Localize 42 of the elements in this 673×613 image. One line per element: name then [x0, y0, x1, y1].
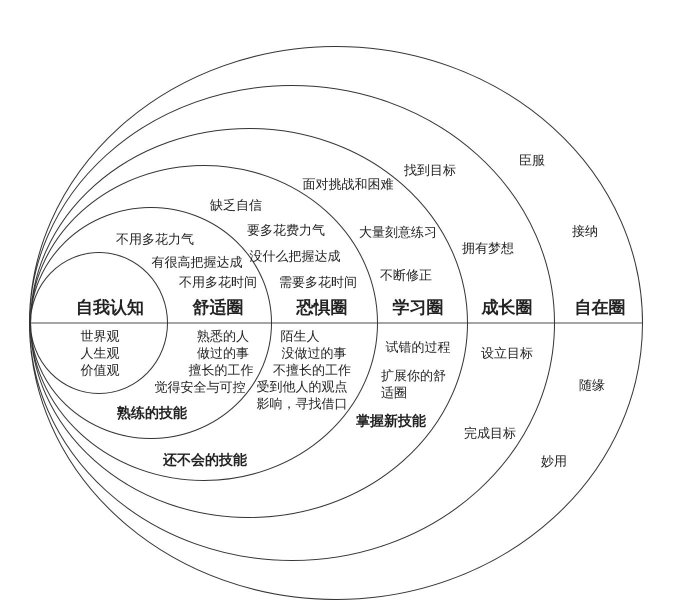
zone-item: 需要多花时间 [279, 274, 357, 292]
zone-item: 面对挑战和困难 [302, 176, 394, 194]
zone-item: 人生观 [80, 346, 120, 362]
zone-item: 价值观 [80, 362, 120, 380]
zone-item: 要多花费力气 [247, 222, 325, 240]
zone-item: 接纳 [572, 224, 598, 240]
zone-item: 擅长的工作 [188, 362, 254, 380]
zone-item: 觉得安全与可控 [154, 380, 246, 396]
zone-item: 没什么把握达成 [250, 248, 340, 266]
zone-item: 陌生人 [280, 328, 320, 346]
skill-label: 还不会的技能 [163, 452, 247, 470]
zone-item: 大量刻意练习 [359, 224, 437, 242]
zone-item: 设立目标 [481, 346, 533, 362]
zone-item: 随缘 [579, 378, 605, 394]
skill-label: 熟练的技能 [117, 406, 187, 422]
zone-item: 拥有梦想 [462, 240, 514, 258]
zone-item: 做过的事 [197, 346, 249, 362]
zone-item: 不用多花时间 [179, 274, 257, 292]
zone-item: 世界观 [80, 328, 120, 346]
zone-item: 有很高把握达成 [152, 254, 242, 272]
zone-item: 不擅长的工作 [273, 362, 351, 380]
zone-item: 试错的过程 [386, 340, 450, 356]
zone-title: 成长圈 [482, 298, 532, 318]
zone-item: 扩展你的舒适圈 [381, 368, 447, 402]
zone-title: 舒适圈 [192, 298, 244, 318]
zone-item: 完成目标 [464, 426, 516, 442]
zone-item: 不断修正 [380, 268, 432, 284]
zone-item: 没做过的事 [282, 346, 346, 362]
zone-item: 受到他人的观点影响，寻找借口 [256, 379, 348, 413]
circle-zone [29, 85, 555, 561]
zone-item: 不用多花力气 [116, 232, 194, 248]
zone-item: 缺乏自信 [210, 198, 262, 214]
skill-label: 掌握新技能 [356, 414, 426, 430]
zone-item: 妙用 [541, 454, 567, 470]
zone-item: 臣服 [519, 152, 545, 170]
zone-title: 恐惧圈 [296, 298, 348, 318]
zone-item: 熟悉的人 [197, 328, 249, 346]
zone-title: 自在圈 [574, 298, 626, 318]
zone-title: 自我认知 [76, 298, 144, 318]
zone-title: 学习圈 [392, 298, 444, 318]
circle-zone [29, 46, 643, 600]
zone-item: 找到目标 [404, 162, 456, 180]
